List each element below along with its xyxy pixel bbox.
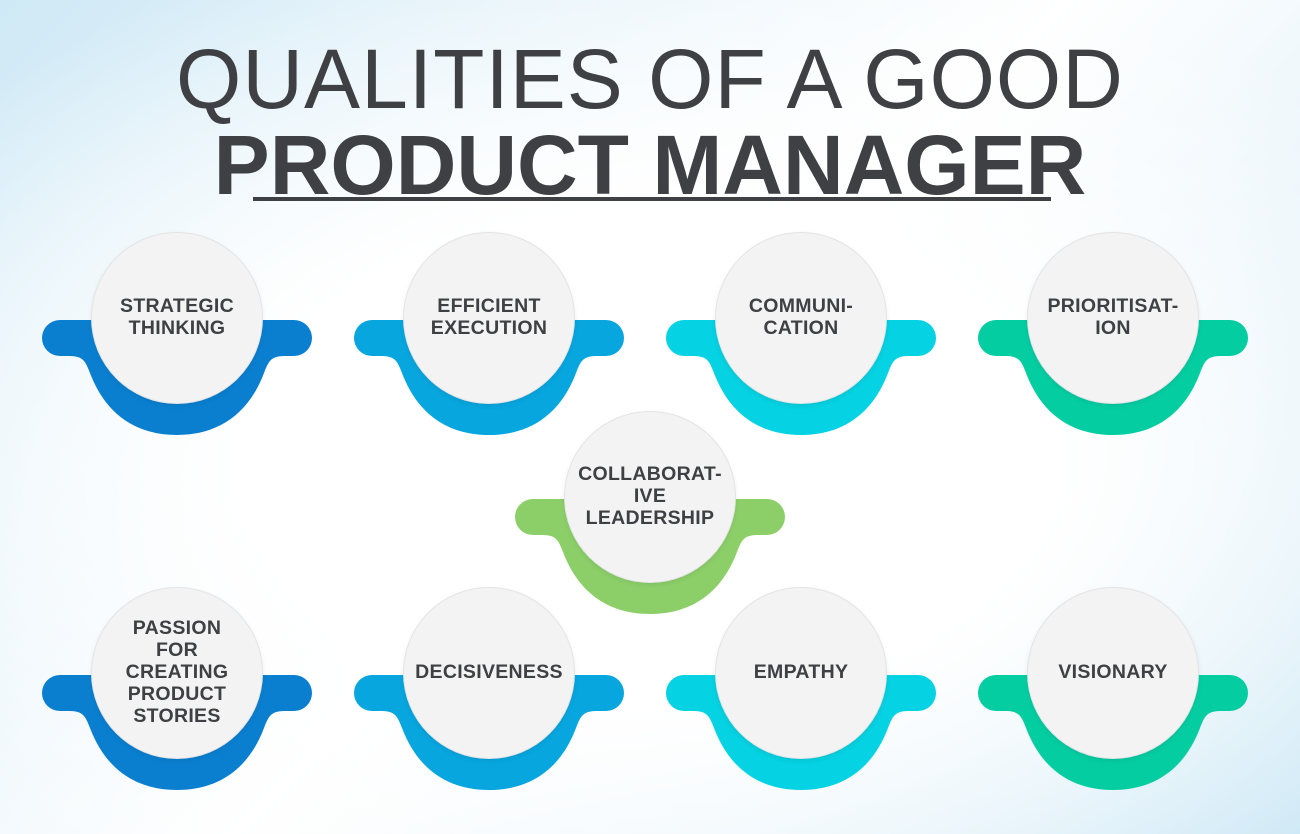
quality-label: EFFICIENT EXECUTION [430, 295, 548, 339]
quality-label: DECISIVENESS [415, 661, 563, 683]
quality-card-empathy: EMPATHY [666, 588, 936, 793]
quality-label: STRATEGIC THINKING [120, 295, 234, 339]
title-line-2: PRODUCT MANAGER [213, 118, 1087, 212]
quality-card-decisiveness: DECISIVENESS [354, 588, 624, 793]
quality-circle: COLLABORAT- IVE LEADERSHIP [565, 412, 735, 582]
title-line-1: QUALITIES OF A GOOD [176, 32, 1124, 126]
quality-card-passion-product-stories: PASSION FOR CREATING PRODUCT STORIES [42, 588, 312, 793]
quality-card-collaborative-leadership: COLLABORAT- IVE LEADERSHIP [515, 412, 785, 617]
quality-card-strategic-thinking: STRATEGIC THINKING [42, 233, 312, 438]
quality-card-prioritisation: PRIORITISAT- ION [978, 233, 1248, 438]
quality-circle: EFFICIENT EXECUTION [404, 233, 574, 403]
title-underline [253, 197, 1051, 201]
quality-circle: PRIORITISAT- ION [1028, 233, 1198, 403]
quality-label: VISIONARY [1058, 661, 1168, 683]
quality-circle: VISIONARY [1028, 588, 1198, 758]
quality-circle: PASSION FOR CREATING PRODUCT STORIES [92, 588, 262, 758]
quality-circle: DECISIVENESS [404, 588, 574, 758]
quality-label: PASSION FOR CREATING PRODUCT STORIES [125, 617, 229, 727]
quality-label: COLLABORAT- IVE LEADERSHIP [578, 463, 722, 529]
quality-label: PRIORITISAT- ION [1047, 295, 1179, 339]
quality-card-communication: COMMUNI- CATION [666, 233, 936, 438]
quality-circle: COMMUNI- CATION [716, 233, 886, 403]
quality-circle: STRATEGIC THINKING [92, 233, 262, 403]
quality-card-visionary: VISIONARY [978, 588, 1248, 793]
quality-circle: EMPATHY [716, 588, 886, 758]
quality-label: EMPATHY [753, 661, 849, 683]
quality-label: COMMUNI- CATION [748, 295, 854, 339]
quality-card-efficient-execution: EFFICIENT EXECUTION [354, 233, 624, 438]
